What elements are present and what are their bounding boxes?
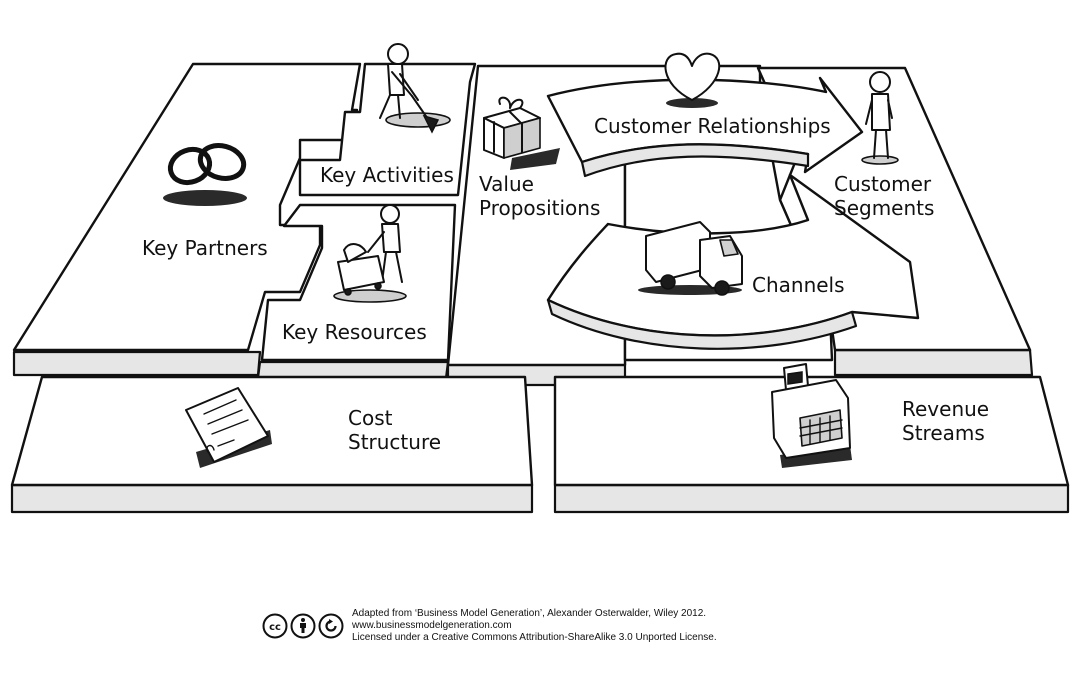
key-activities-label: Key Activities <box>320 163 454 187</box>
receipt-papers-icon <box>185 387 272 468</box>
cash-register-icon <box>771 363 852 468</box>
credit-line-2: www.businessmodelgeneration.com <box>352 620 512 631</box>
svg-text:cc: cc <box>269 622 281 633</box>
revenue-streams-line-1: Revenue <box>902 397 990 421</box>
creative-commons-badges: cc <box>262 613 344 639</box>
value-propositions-line-2: Propositions <box>479 196 601 220</box>
cost-structure-label: Cost Structure <box>348 406 441 454</box>
truck-icon <box>638 221 743 296</box>
person-with-cart-icon <box>333 204 407 303</box>
revenue-streams-line-2: Streams <box>902 421 985 445</box>
person-digging-icon <box>379 43 451 134</box>
key-resources-label: Key Resources <box>282 320 427 344</box>
license-credit: cc Adapted from ‘Business Model Generati… <box>262 608 717 644</box>
heart-icon <box>664 52 721 108</box>
revenue-streams-label: Revenue Streams <box>902 397 989 445</box>
channels-label: Channels <box>752 273 845 297</box>
gift-box-icon <box>483 96 560 170</box>
linked-rings-icon <box>163 143 247 206</box>
share-alike-icon <box>318 613 344 639</box>
value-propositions-label: Value Propositions <box>479 172 600 220</box>
customer-segments-line-1: Customer <box>834 172 932 196</box>
customer-relationships-arrow <box>546 76 864 178</box>
customer-segments-label: Customer Segments <box>834 172 934 220</box>
cc-icon: cc <box>262 613 288 639</box>
customer-segments-line-2: Segments <box>834 196 935 220</box>
cost-structure-line-1: Cost <box>348 406 393 430</box>
value-propositions-line-1: Value <box>479 172 534 196</box>
attribution-icon <box>290 613 316 639</box>
credit-line-3: Licensed under a Creative Commons Attrib… <box>352 632 717 643</box>
customer-relationships-label: Customer Relationships <box>594 114 831 138</box>
key-partners-label: Key Partners <box>142 236 268 260</box>
standing-person-icon <box>861 71 899 165</box>
credit-line-1: Adapted from ‘Business Model Generation’… <box>352 608 707 619</box>
cost-structure-block <box>10 375 534 514</box>
cost-structure-line-2: Structure <box>348 430 442 454</box>
credit-text: Adapted from ‘Business Model Generation’… <box>352 608 717 644</box>
